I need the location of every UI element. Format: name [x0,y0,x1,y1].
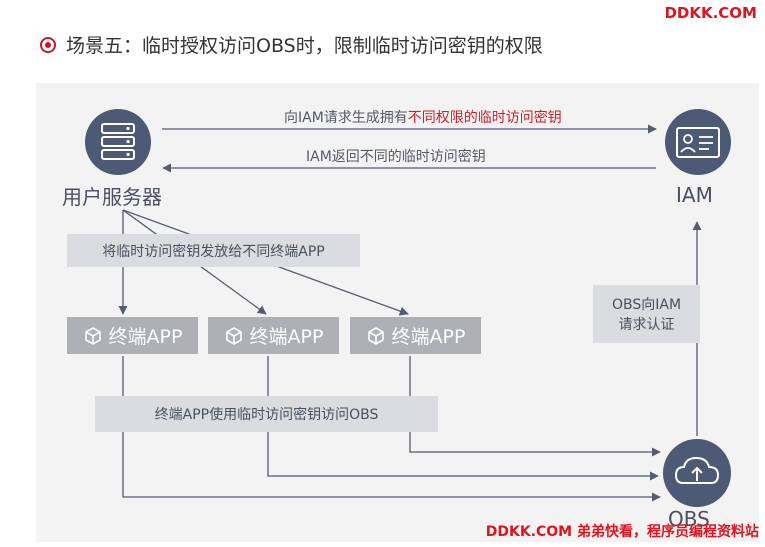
terminal-app-3: 终端APP [350,317,481,354]
request-label: 向IAM请求生成拥有不同权限的临时访问密钥 [284,107,562,127]
terminal-app-2: 终端APP [208,317,339,354]
server-label: 用户服务器 [62,185,162,209]
return-label: IAM返回不同的临时访问密钥 [306,149,486,165]
obs-cloud-upload-icon [663,439,731,507]
server-icon [85,109,151,175]
auth-label-line2: 请求认证 [618,317,675,333]
obs-label: OBS [668,507,710,531]
cube-icon [84,326,101,345]
terminal-app-label: 终端APP [249,326,324,348]
distribute-box: 将临时访问密钥发放给不同终端APP [67,234,360,267]
auth-box: OBS向IAM 请求认证 [593,285,700,343]
cube-icon [367,326,384,345]
watermark-top: DDKK.COM [664,4,757,22]
watermark-bottom: DDKK.COM 弟弟快看，程序员编程资料站 [485,524,759,540]
page-title-text: 场景五：临时授权访问OBS时，限制临时访问密钥的权限 [66,35,543,57]
use-box: 终端APP使用临时访问密钥访问OBS [95,396,438,432]
use-label: 终端APP使用临时访问密钥访问OBS [154,407,379,423]
distribute-label: 将临时访问密钥发放给不同终端APP [102,243,325,260]
request-label-highlight: 不同权限的临时访问密钥 [407,110,562,126]
request-label-prefix: 向IAM请求生成拥有 [284,110,408,126]
page-title: 场景五：临时授权访问OBS时，限制临时访问密钥的权限 [40,31,543,58]
terminal-app-label: 终端APP [108,326,183,348]
iam-id-card-icon [665,109,731,175]
terminal-app-label: 终端APP [391,326,466,348]
bullet-icon [40,36,56,53]
iam-label: IAM [676,183,713,207]
terminal-app-1: 终端APP [67,317,198,354]
auth-label-line1: OBS向IAM [611,297,682,313]
cube-icon [225,326,242,345]
